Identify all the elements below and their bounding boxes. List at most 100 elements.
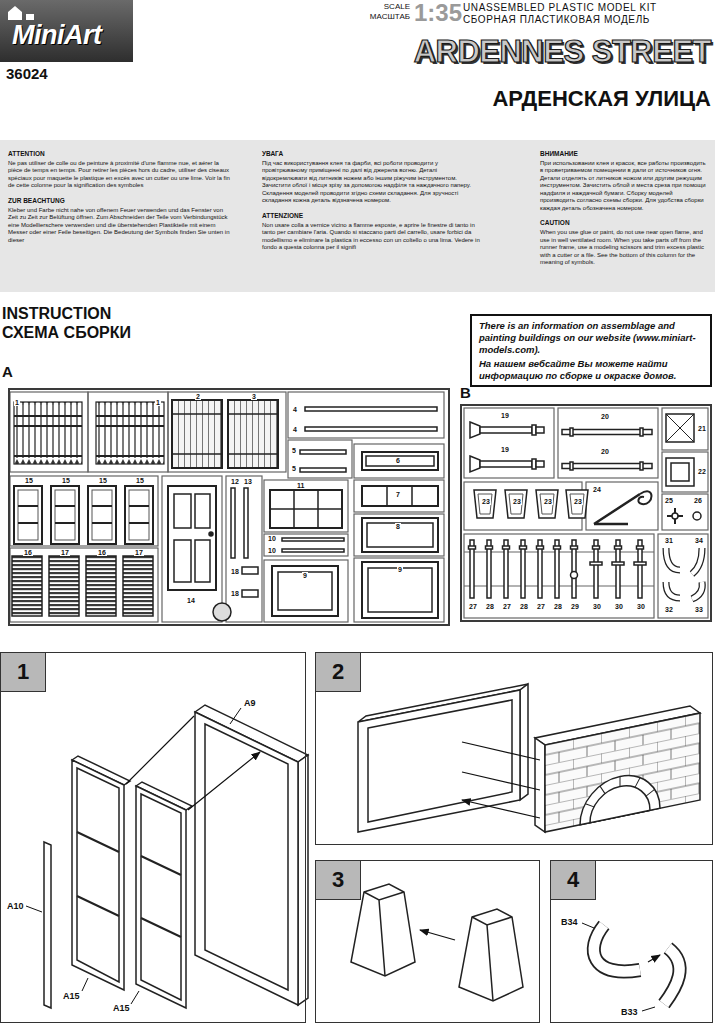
website-note: There is an information on assemblage an… [470,314,712,387]
kit-subtitle: АРДЕНСКАЯ УЛИЦА [492,88,711,110]
step-panel: 2 [315,652,713,845]
part-number: 10 [267,547,277,554]
warning-heading: УВАГА [262,150,484,158]
part-number: 4 [292,406,298,413]
part-number: 16 [97,549,107,556]
warning-heading: ATTENZIONE [262,212,484,220]
part-callout: A15 [62,992,81,1001]
step-panel: 4 [550,860,713,1023]
part-number: 22 [697,468,707,475]
part-number: 15 [98,477,108,484]
sprue-letter: B [460,385,471,400]
part-number: 1 [14,399,20,406]
part-number: 11 [296,482,305,489]
warning-heading: ZUR BEACHTUNG [8,197,230,205]
part-number: 20 [600,448,610,455]
sprue-b-elbows [666,548,702,599]
part-callout: B34 [560,918,579,927]
part-number: 33 [694,606,704,613]
part-number: 15 [135,477,145,484]
part-number: 30 [614,603,624,610]
step-number: 2 [316,653,361,692]
part-number: 13 [243,478,253,485]
part-number: 1 [155,399,161,406]
sprue-frame: A [8,388,450,626]
part-number: 17 [134,549,144,556]
step4-assembly [582,923,680,1011]
part-number: 9 [302,572,308,579]
step2-assembly [358,684,700,832]
part-number: 27 [502,603,512,610]
step-number: 1 [1,653,46,692]
part-number: 31 [664,537,674,544]
part-number: 20 [600,413,610,420]
part-number: 4 [292,426,298,433]
part-number: 28 [519,603,529,610]
sprue-a-parts [12,400,438,621]
part-callout: A9 [243,699,257,708]
scale-caption: SCALE [384,3,410,11]
sprue-b-parts [469,414,702,598]
warning-text: Kleber und Farbe nicht nahe von offenem … [8,207,230,245]
section-heading: СХЕМА СБОРКИ [2,325,131,341]
note-text: На нашем вебсайте Вы можете найти информ… [479,358,703,382]
part-number: 27 [536,603,546,610]
warning-band: ATTENTIONNe pas utiliser de colle ou de … [0,140,715,292]
part-callout: A15 [112,1004,131,1013]
part-number: 15 [61,477,71,484]
warning-text: Під час використування клея та фарби, вс… [262,160,484,205]
part-number: 29 [570,603,580,610]
step-number: 4 [551,861,596,900]
part-number: 2 [195,393,201,400]
step1-assembly [26,705,308,1008]
part-number: 16 [23,549,33,556]
part-number: 5 [291,447,297,454]
part-number: 30 [636,603,646,610]
logo-box: MiniArt [0,0,133,62]
part-number: 25 [664,497,674,504]
sprue-a-runners [10,392,444,622]
warning-heading: CAUTION [540,219,708,227]
part-number: 6 [395,457,401,464]
step-panel: 3 [315,860,540,1023]
kit-title: ARDENNES STREET [414,36,711,67]
scale-value: 1:35 [414,1,462,25]
part-number: 28 [485,603,495,610]
part-number: 30 [592,603,602,610]
part-callout: B33 [620,1008,639,1017]
part-number: 23 [573,498,583,505]
part-number: 19 [500,412,510,419]
warning-text: При использовании клея и красок, все раб… [540,160,708,213]
section-heading: INSTRUCTION [2,306,111,322]
part-number: 19 [500,446,510,453]
part-number: 17 [60,549,70,556]
part-number: 32 [664,606,674,613]
warning-heading: ВНИМАНИЕ [540,150,708,158]
part-number: 5 [291,465,297,472]
text-column: ВНИМАНИЕ При использовании клея и красок,… [540,150,708,274]
part-number: 18 [230,590,240,597]
warning-text: Non usare colla a vernice vicino a flamm… [262,222,484,252]
part-number: 27 [468,603,478,610]
text-column: УВАГА Під час використування клея та фарб… [262,150,484,259]
kit-number: 36024 [6,66,48,81]
part-number: 8 [395,523,401,530]
part-number: 23 [481,498,491,505]
sprue-frame: B [460,404,712,622]
part-number: 3 [251,393,257,400]
kit-type: СБОРНАЯ ПЛАСТИКОВАЯ МОДЕЛЬ [463,15,650,25]
part-number: 21 [697,425,707,432]
part-number: 18 [230,568,240,575]
part-number: 28 [553,603,563,610]
part-number: 23 [512,498,522,505]
logo-plate [0,0,133,62]
brand-logo: MiniArt [0,0,133,49]
warning-text: When you use glue or paint, do not use n… [540,229,708,267]
sprue-b-runners [464,408,708,618]
part-number: 9 [397,566,403,573]
step3-assembly [351,884,523,1001]
step-number: 3 [316,861,361,900]
part-callout: A10 [6,902,25,911]
part-number: 26 [693,497,703,504]
text-column: ATTENTIONNe pas utiliser de colle ou de … [8,150,230,251]
